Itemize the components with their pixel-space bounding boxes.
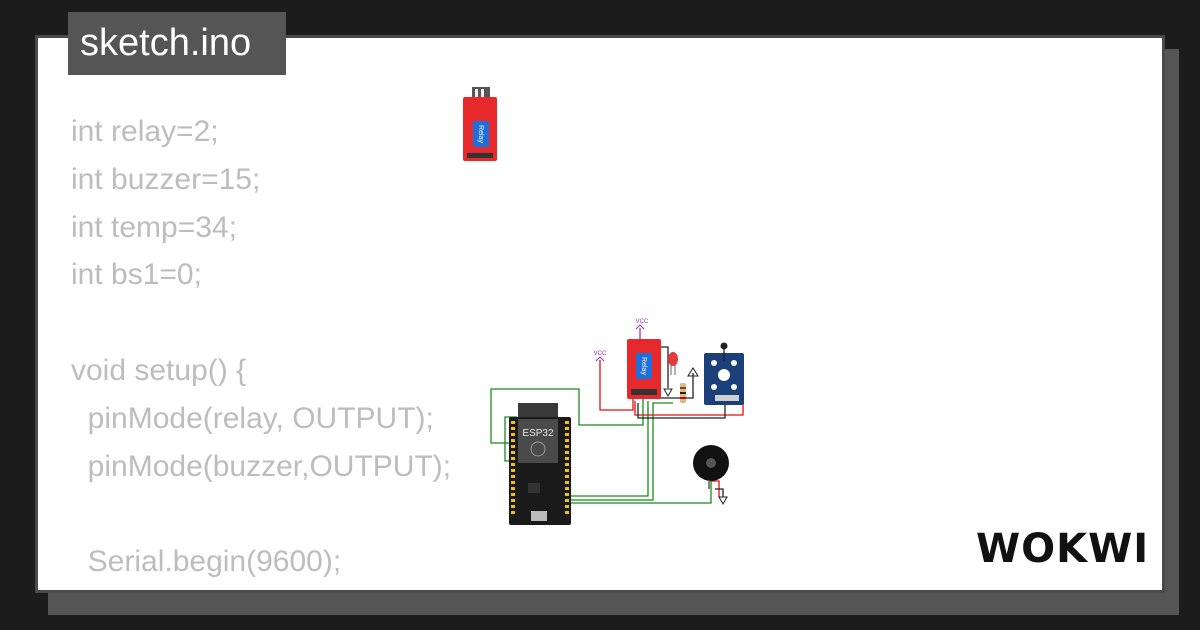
code-line: Serial.begin(9600); — [71, 545, 342, 579]
vcc-symbol: VCC VCC — [594, 319, 649, 362]
relay-module-small: Relay — [463, 87, 497, 161]
ground-symbols — [663, 367, 728, 506]
wokwi-logo: WOKWI — [976, 526, 1147, 572]
buzzer — [693, 445, 729, 489]
code-line: void setup() { — [71, 353, 247, 387]
svg-text:Relay: Relay — [477, 125, 484, 143]
relay-module: Relay — [627, 339, 661, 399]
code-listing: int relay=2; int buzzer=15; int temp=34;… — [71, 108, 452, 590]
code-line: int relay=2; — [71, 115, 219, 148]
resistor — [680, 383, 686, 403]
circuit-diagram: Relay VCC VCC — [463, 87, 744, 525]
file-tab-label: sketch.ino — [80, 22, 252, 64]
code-line: pinMode(relay, OUTPUT); — [71, 401, 434, 435]
preview-card: int relay=2; int buzzer=15; int temp=34;… — [35, 35, 1165, 593]
code-line: int bs1=0; — [71, 258, 202, 292]
svg-text:VCC: VCC — [594, 351, 607, 357]
svg-text:VCC: VCC — [636, 319, 649, 325]
code-line: int buzzer=15; — [71, 162, 261, 196]
wires — [490, 328, 744, 504]
temperature-sensor — [704, 342, 744, 405]
svg-text:WOKWI: WOKWI — [976, 526, 1147, 572]
code-line: pinMode(buzzer,OUTPUT); — [71, 449, 452, 483]
svg-text:Relay: Relay — [640, 357, 647, 375]
code-line: int temp=34; — [71, 210, 237, 244]
file-tab[interactable]: sketch.ino — [68, 12, 286, 75]
esp32-board: ESP32 — [509, 403, 571, 525]
led — [668, 352, 678, 375]
svg-text:ESP32: ESP32 — [522, 428, 554, 439]
